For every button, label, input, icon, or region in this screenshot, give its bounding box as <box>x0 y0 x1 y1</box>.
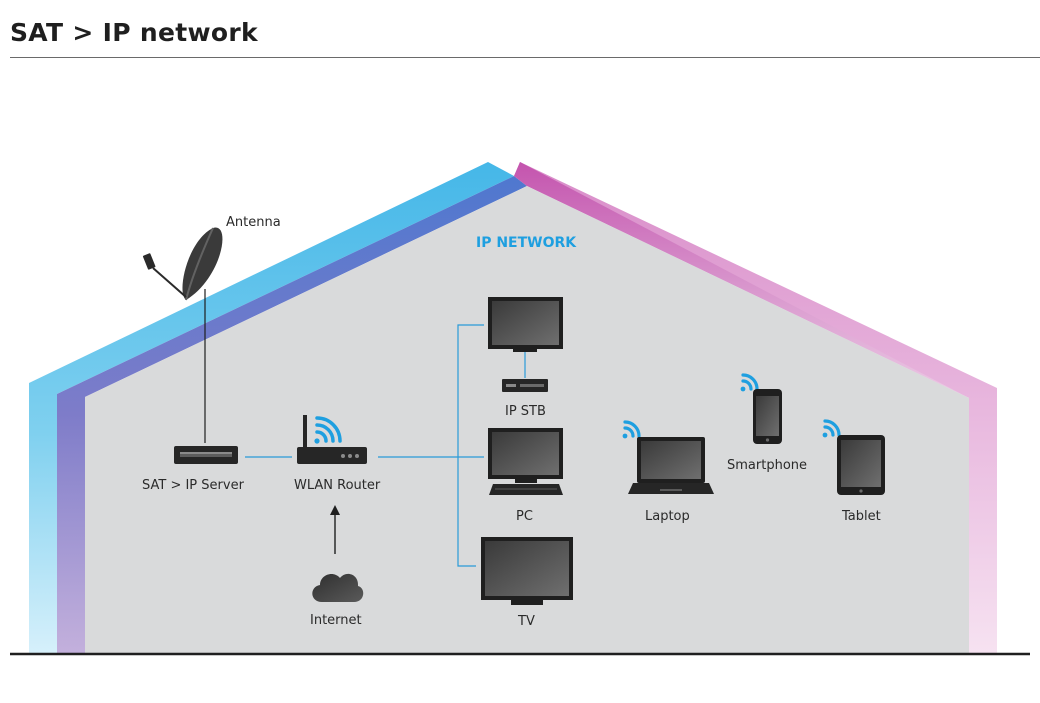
laptop-wifi-icon <box>622 420 641 439</box>
tv-label: TV <box>517 614 535 629</box>
connection-lines <box>245 324 526 567</box>
ip-stb-icon <box>502 379 548 392</box>
ip-network-label: IP NETWORK <box>476 235 577 251</box>
smartphone-label: Smartphone <box>727 458 807 473</box>
house-right-inner-band <box>514 162 969 398</box>
ip-stb-label: IP STB <box>505 404 546 419</box>
link-bus <box>457 324 484 567</box>
sat-ip-server-label: SAT > IP Server <box>142 478 245 493</box>
satellite-dish-icon <box>142 227 223 301</box>
internet-label: Internet <box>310 613 362 628</box>
page-title: SAT > IP network <box>10 18 258 47</box>
tablet-label: Tablet <box>841 509 881 524</box>
wlan-router-icon <box>297 415 367 464</box>
pc-label: PC <box>516 509 533 524</box>
router-wifi-icon <box>314 416 342 444</box>
arrow-head-icon <box>330 505 340 515</box>
cloud-icon <box>312 573 364 602</box>
laptop-label: Laptop <box>645 509 690 524</box>
antenna-label: Antenna <box>226 215 281 230</box>
title-divider <box>10 57 1040 58</box>
laptop-icon <box>628 437 714 494</box>
house-interior <box>85 186 969 653</box>
tablet-icon <box>837 435 885 495</box>
tv-icon <box>481 537 573 605</box>
sat-ip-server-icon <box>174 446 238 464</box>
smartphone-wifi-icon <box>740 373 759 392</box>
wlan-router-label: WLAN Router <box>294 478 381 493</box>
tablet-wifi-icon <box>822 419 841 438</box>
pc-icon <box>488 428 563 495</box>
tv-monitor-icon <box>488 297 563 352</box>
house <box>29 162 997 653</box>
smartphone-icon <box>753 389 782 444</box>
